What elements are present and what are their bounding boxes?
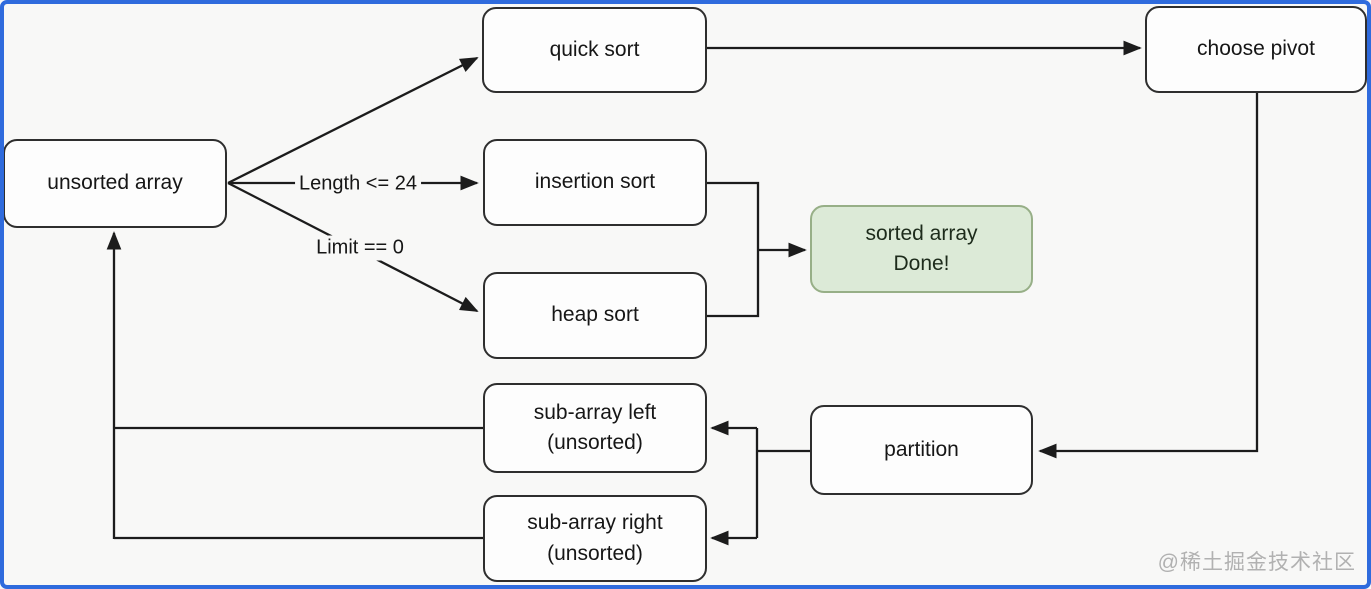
edge-label-length-condition: Length <= 24	[295, 171, 421, 197]
edge-sort-merge-bracket	[707, 181, 760, 318]
node-partition: partition	[810, 405, 1033, 495]
edge-choosepivot-to-partition	[1038, 93, 1259, 459]
node-sub-array-right: sub-array right (unsorted)	[483, 495, 707, 582]
node-unsorted-array: unsorted array	[3, 139, 227, 228]
node-sorted-array-done: sorted array Done!	[810, 205, 1033, 293]
node-quick-sort: quick sort	[482, 7, 707, 93]
node-sub-array-left: sub-array left (unsorted)	[483, 383, 707, 473]
watermark-text: @稀土掘金技术社区	[1157, 551, 1356, 574]
node-insertion-sort: insertion sort	[483, 139, 707, 226]
node-choose-pivot: choose pivot	[1145, 6, 1367, 93]
edge-label-limit-condition: Limit == 0	[312, 235, 408, 261]
edge-unsorted-to-quicksort	[227, 56, 479, 185]
node-heap-sort: heap sort	[483, 272, 707, 359]
